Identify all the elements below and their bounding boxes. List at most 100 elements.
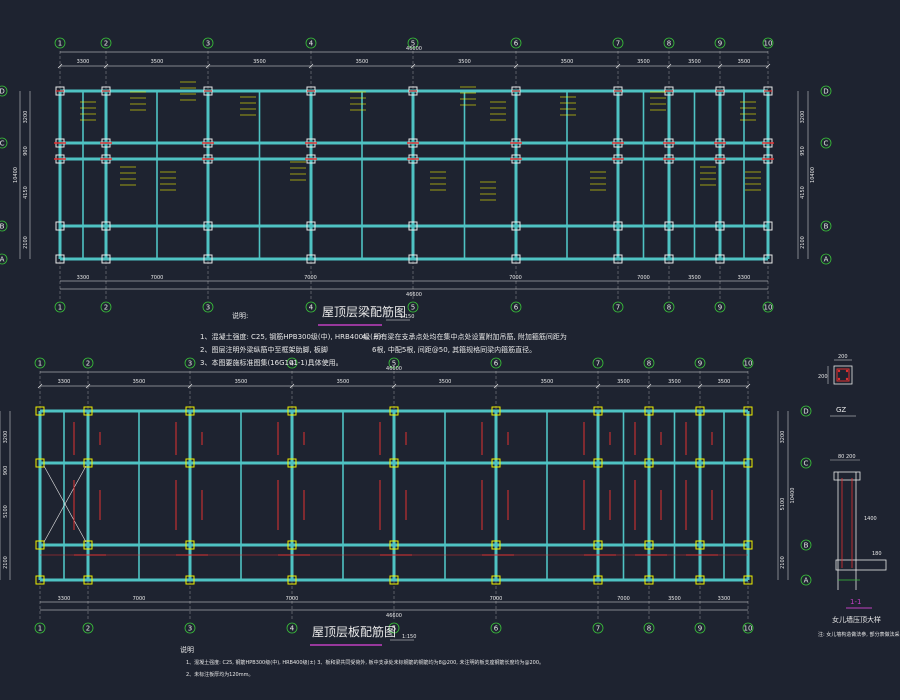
slab-right-span: 3200 (780, 431, 786, 444)
slab-plan-title: 屋顶层板配筋图 (312, 624, 396, 639)
section-dim-1: 80 (838, 454, 844, 460)
slab-top-span: 3500 (541, 379, 554, 385)
beam-rebar-annotation (430, 171, 446, 191)
section-dim-3: 1400 (864, 516, 877, 522)
slab-axis-number: 10 (744, 625, 753, 633)
beam-dim-tick (717, 63, 723, 69)
beam-rebar-annotation (740, 101, 756, 121)
beam-bottom-span: 7000 (637, 275, 650, 281)
beam-row-letter: A (824, 256, 829, 264)
beam-row-bubble (820, 137, 832, 149)
beam-axis-number: 7 (616, 304, 620, 312)
slab-axis-number: 7 (596, 625, 600, 633)
slab-axis-bubble (643, 622, 655, 634)
beam-axis-bubble (100, 301, 112, 313)
beam-bottom-span: 7000 (304, 275, 317, 281)
slab-axis-number: 3 (188, 625, 192, 633)
beam-axis-bubble (100, 37, 112, 49)
slab-column (491, 540, 501, 550)
slab-column (185, 406, 195, 416)
slab-column (644, 540, 654, 550)
beam-bottom-span: 3300 (738, 275, 751, 281)
section-note: 注: 女儿墙构造做法参, 部分表做法采 (818, 631, 899, 638)
slab-notes-heading: 说明 (180, 645, 194, 654)
slab-total-dim-bottom: 46600 (386, 613, 402, 619)
slab-dim-tick (289, 383, 295, 389)
beam-rebar-annotation (490, 101, 506, 121)
slab-row-bubble (800, 405, 812, 417)
slab-left-span: 900 (3, 466, 9, 476)
slab-axis-bubble (490, 357, 502, 369)
beam-column (203, 221, 213, 231)
beam-axis-bubble (407, 37, 419, 49)
slab-column (287, 458, 297, 468)
beam-axis-bubble (714, 301, 726, 313)
slab-row-letter: C (804, 460, 809, 468)
beam-dim-tick (513, 63, 519, 69)
beam-dim-tick (57, 63, 63, 69)
slab-column (644, 406, 654, 416)
column-label: GZ (836, 406, 846, 414)
beam-axis-bubble (714, 37, 726, 49)
section-dim-4: 180 (872, 551, 882, 557)
beam-column (408, 254, 418, 264)
slab-dim-tick (595, 383, 601, 389)
slab-column (695, 540, 705, 550)
beam-row-letter: C (0, 140, 5, 148)
slab-bottom-span: 7000 (617, 596, 630, 602)
beam-top-span: 3500 (458, 59, 471, 65)
beam-axis-number: 7 (616, 40, 620, 48)
slab-column (695, 406, 705, 416)
slab-column (743, 540, 753, 550)
beam-dim-tick (666, 63, 672, 69)
slab-column (83, 575, 93, 585)
beam-left-total: 10400 (13, 167, 19, 183)
beam-column (613, 221, 623, 231)
slab-axis-number: 4 (290, 625, 295, 633)
beam-column (715, 254, 725, 264)
slab-axis-bubble (184, 357, 196, 369)
slab-axis-number: 5 (392, 625, 396, 633)
slab-dim-tick (493, 383, 499, 389)
beam-axis-number: 2 (104, 40, 108, 48)
beam-axis-bubble (202, 37, 214, 49)
beam-column (408, 221, 418, 231)
slab-dim-tick (646, 383, 652, 389)
beam-dim-tick (103, 63, 109, 69)
slab-bottom-span: 7000 (490, 596, 503, 602)
beam-axis-number: 5 (411, 40, 415, 48)
slab-axis-number: 2 (86, 360, 90, 368)
slab-column (287, 406, 297, 416)
slab-axis-bubble (694, 622, 706, 634)
beam-axis-number: 6 (514, 304, 519, 312)
slab-top-span: 3300 (58, 379, 71, 385)
beam-rebar-annotation (180, 81, 196, 101)
beam-column (763, 254, 773, 264)
slab-axis-number: 1 (38, 360, 42, 368)
beam-row-bubble (0, 85, 8, 97)
beam-dim-tick (308, 63, 314, 69)
slab-axis-bubble (742, 622, 754, 634)
beam-note-3: 3、本图要施标准图集(16G101-1)具体使用。 (200, 358, 343, 367)
beam-top-span: 3500 (253, 59, 266, 65)
beam-column (511, 221, 521, 231)
beam-rebar-annotation (290, 161, 306, 181)
slab-column (743, 575, 753, 585)
slab-axis-bubble (34, 357, 46, 369)
beam-row-letter: B (824, 223, 829, 231)
beam-rebar-annotation (130, 91, 146, 111)
slab-axis-bubble (694, 357, 706, 369)
slab-axis-number: 9 (698, 625, 702, 633)
slab-row-bubble (800, 457, 812, 469)
beam-row-bubble (820, 220, 832, 232)
beam-row-bubble (820, 253, 832, 265)
beam-column (511, 254, 521, 264)
beam-axis-number: 3 (206, 40, 210, 48)
slab-note-2: 2、未标注板厚均为120mm。 (186, 671, 253, 678)
beam-note-1: 1、混凝土强度: C25, 钢筋HPB300级(中), HRB400级(±) (200, 332, 382, 341)
slab-row-letter: D (803, 408, 808, 416)
beam-axis-number: 5 (411, 304, 415, 312)
beam-column (101, 221, 111, 231)
